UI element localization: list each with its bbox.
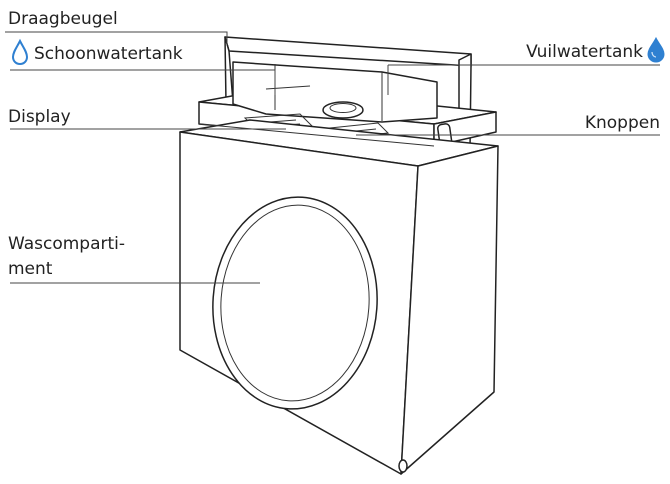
wash-compartment-door	[212, 196, 378, 410]
label-wascompartiment-line2: ment	[8, 259, 53, 279]
leader-lines	[5, 31, 660, 284]
callout-labels: Draagbeugel Schoonwatertank Vuilwatertan…	[8, 9, 660, 279]
label-vuilwatertank: Vuilwatertank	[526, 42, 643, 62]
water-drop-filled-icon	[647, 36, 665, 63]
label-knoppen: Knoppen	[585, 113, 660, 133]
water-tanks	[232, 61, 438, 123]
label-draagbeugel: Draagbeugel	[8, 9, 118, 29]
appliance-illustration	[179, 36, 499, 475]
leader-draagbeugel	[5, 31, 228, 45]
label-schoonwatertank: Schoonwatertank	[34, 44, 183, 64]
water-drop-outline-icon	[11, 38, 29, 66]
label-wascompartiment-line1: Wascomparti-	[8, 234, 125, 254]
label-display: Display	[8, 107, 71, 127]
leader-schoonwatertank	[10, 69, 276, 95]
